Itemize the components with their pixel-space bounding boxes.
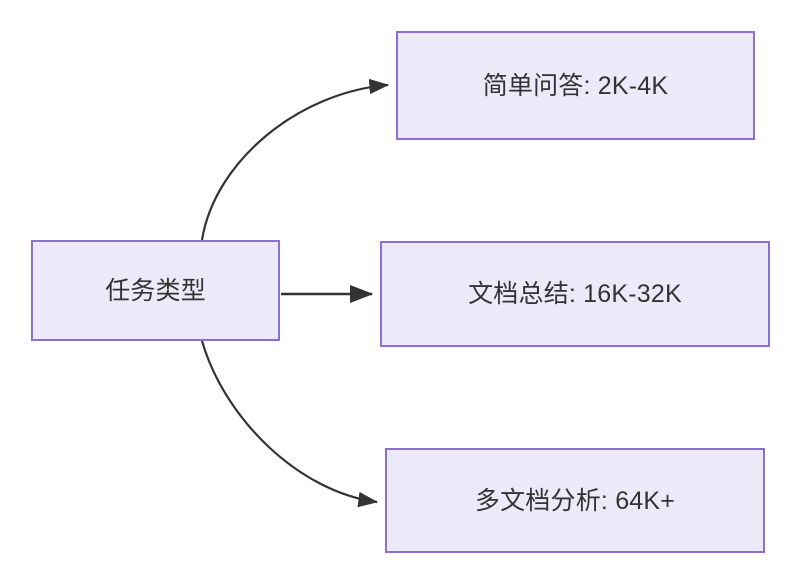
node-simple-qa[interactable]: 简单问答: 2K-4K bbox=[396, 31, 755, 140]
node-task-type-label: 任务类型 bbox=[105, 276, 206, 305]
edge-root-to-multi-doc bbox=[200, 340, 379, 508]
node-simple-qa-label: 简单问答: 2K-4K bbox=[482, 71, 669, 100]
node-multi-doc-label: 多文档分析: 64K+ bbox=[474, 486, 676, 515]
node-multi-doc[interactable]: 多文档分析: 64K+ bbox=[385, 448, 765, 553]
node-doc-summary-label: 文档总结: 16K-32K bbox=[468, 280, 682, 308]
node-task-type[interactable]: 任务类型 bbox=[31, 240, 280, 341]
edge-root-to-simple-qa bbox=[200, 78, 390, 241]
node-doc-summary[interactable]: 文档总结: 16K-32K bbox=[380, 241, 770, 347]
